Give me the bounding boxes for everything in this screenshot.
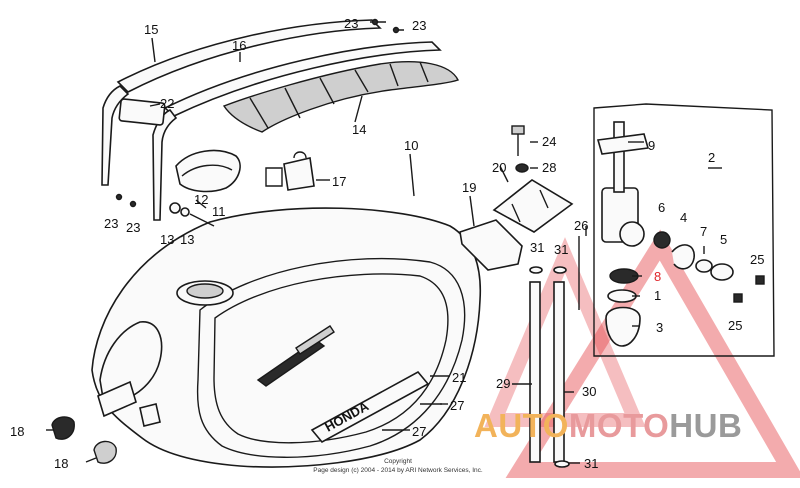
clip-31 <box>529 266 570 468</box>
callout-22: 22 <box>160 96 174 111</box>
watermark-logo: AUTOMOTOHUB <box>474 407 742 444</box>
callout-28: 28 <box>542 160 556 175</box>
callout-10: 10 <box>404 138 418 153</box>
screw-25 <box>733 275 765 303</box>
callout-26: 26 <box>574 218 588 233</box>
callout-19: 19 <box>462 180 476 195</box>
callout-29: 29 <box>496 376 510 391</box>
callout-30: 30 <box>582 384 596 399</box>
callout-8: 8 <box>654 269 661 284</box>
callout-16: 16 <box>232 38 246 53</box>
screw-23-top <box>370 18 404 34</box>
callout-17: 17 <box>332 174 346 189</box>
callout-24: 24 <box>542 134 556 149</box>
bracket-19 <box>459 219 523 271</box>
fuel-line-29 <box>529 281 541 463</box>
callout-13: 13 <box>160 232 174 247</box>
valve-washer-7 <box>695 259 713 273</box>
callout-25: 25 <box>728 318 742 333</box>
copyright-title: Copyright <box>384 458 412 465</box>
trim-strip-15 <box>101 19 382 186</box>
knee-pad-14 <box>222 61 459 133</box>
callout-23: 23 <box>126 220 140 235</box>
callout-23: 23 <box>412 18 426 33</box>
watermark-auto: AUTO <box>474 407 569 444</box>
callout-15: 15 <box>144 22 158 37</box>
watermark-moto: MOTO <box>569 407 669 444</box>
valve-gasket-4 <box>671 244 695 270</box>
washer-13 <box>169 202 215 227</box>
valve-box-2 <box>593 103 775 357</box>
callout-31: 31 <box>584 456 598 471</box>
valve-cup-1 <box>607 289 637 303</box>
callout-20: 20 <box>492 160 506 175</box>
callout-14: 14 <box>352 122 366 137</box>
callout-23: 23 <box>344 16 358 31</box>
callout-12: 12 <box>194 192 208 207</box>
callout-21: 21 <box>452 370 466 385</box>
callout-13: 13 <box>180 232 194 247</box>
callout-1: 1 <box>654 288 661 303</box>
callout-9: 9 <box>648 138 655 153</box>
fuel-valve-body <box>596 121 650 247</box>
callout-23: 23 <box>104 216 118 231</box>
callout-31: 31 <box>530 240 544 255</box>
cap-lock-17 <box>265 151 315 191</box>
valve-seal-6 <box>653 231 671 249</box>
screw-23-left <box>115 193 137 208</box>
callout-31: 31 <box>554 242 568 257</box>
nut-28 <box>515 163 529 173</box>
screw-27 <box>382 403 442 431</box>
sediment-cup-3 <box>605 306 641 347</box>
bolt-24 <box>511 125 525 156</box>
callout-2: 2 <box>708 150 715 165</box>
callout-4: 4 <box>680 210 687 225</box>
callout-5: 5 <box>720 232 727 247</box>
callout-6: 6 <box>658 200 665 215</box>
callout-3: 3 <box>656 320 663 335</box>
bracket-20 <box>492 179 574 233</box>
callout-18: 18 <box>10 424 24 439</box>
filler-cap-12 <box>175 149 241 193</box>
emblem-22 <box>118 98 166 126</box>
callout-27: 27 <box>450 398 464 413</box>
callout-27: 27 <box>412 424 426 439</box>
watermark-hub: HUB <box>669 407 742 444</box>
leader-lines <box>46 37 705 464</box>
callout-25: 25 <box>750 252 764 267</box>
valve-plate-5 <box>710 263 734 281</box>
copyright-notice: Page design (c) 2004 - 2014 by ARI Netwo… <box>313 467 483 474</box>
callout-11: 11 <box>212 204 226 219</box>
callout-18: 18 <box>54 456 68 471</box>
callout-labels: 15 16 23 23 22 14 10 17 12 11 23 23 13 1… <box>10 16 764 471</box>
rubber-cushion-18 <box>51 416 117 464</box>
callout-7: 7 <box>700 224 707 239</box>
